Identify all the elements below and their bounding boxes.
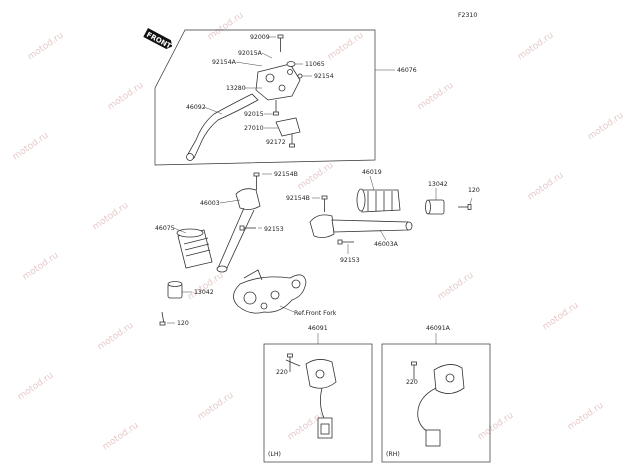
- watermark-text: motod.ru: [186, 271, 226, 303]
- right-handlebar-46003a: [331, 219, 413, 233]
- watermark-text: motod.ru: [196, 391, 236, 423]
- watermark-text: motod.ru: [416, 81, 456, 113]
- bolt-92153-left: [239, 225, 256, 231]
- lh-tag: (LH): [268, 451, 281, 458]
- callout-92154a: 92154A: [212, 59, 237, 66]
- screw-220-lh: [287, 353, 293, 372]
- rh-tag: (RH): [386, 451, 400, 458]
- lever-assembly-box: [154, 29, 376, 166]
- callout-92154: 92154: [314, 73, 334, 80]
- watermark-text: motod.ru: [106, 81, 146, 113]
- callout-46019: 46019: [362, 169, 382, 176]
- watermark-text: motod.ru: [516, 31, 556, 63]
- watermark-text: motod.ru: [436, 271, 476, 303]
- callout-92154b-right: 92154B: [286, 195, 310, 202]
- screw-120-left: [159, 311, 166, 326]
- nut-92154: [297, 73, 303, 79]
- figure-code: F2310: [458, 12, 477, 19]
- callout-92009: 92009: [250, 34, 270, 41]
- callout-46076: 46076: [397, 67, 417, 74]
- leader-line: [469, 197, 473, 205]
- watermark-text: motod.ru: [11, 131, 51, 163]
- bolt-92154b-right: [321, 195, 328, 212]
- callout-92015a: 92015A: [238, 50, 263, 57]
- leader-line: [369, 175, 375, 191]
- front-label: FRONT: [145, 31, 173, 51]
- bolt-92154b-top: [253, 172, 260, 190]
- watermark-text: motod.ru: [96, 321, 136, 353]
- callout-13280: 13280: [226, 85, 246, 92]
- screw-92009: [277, 34, 284, 52]
- callout-46092: 46092: [186, 104, 206, 111]
- callout-13042-top: 13042: [428, 181, 448, 188]
- watermark-text: motod.ru: [21, 251, 61, 283]
- watermark-text: motod.ru: [26, 31, 66, 63]
- watermark-text: motod.ru: [101, 421, 141, 453]
- watermark-text: motod.ru: [541, 301, 581, 333]
- callout-46003: 46003: [200, 200, 220, 207]
- callout-92154b-top: 92154B: [274, 171, 298, 178]
- screws-92172: [289, 134, 295, 148]
- bar-end-13042-top: [425, 199, 445, 215]
- callout-46091: 46091: [308, 325, 328, 332]
- callout-120-top: 120: [468, 187, 480, 194]
- ref-front-fork: Ref.Front Fork: [294, 310, 337, 317]
- callout-220-lh: 220: [276, 369, 288, 376]
- watermark-text: motod.ru: [326, 31, 366, 63]
- callout-46003a: 46003A: [374, 241, 399, 248]
- lh-switch-housing: [285, 359, 337, 439]
- leader-line: [235, 61, 263, 67]
- watermark-text: motod.ru: [566, 401, 606, 433]
- front-direction-badge: FRONT: [143, 28, 173, 51]
- watermark-text: motod.ru: [16, 371, 56, 403]
- callout-92172: 92172: [266, 139, 286, 146]
- watermark-text: motod.ru: [206, 11, 246, 43]
- left-grip-46075: [176, 228, 213, 269]
- watermark-text: motod.ru: [526, 171, 566, 203]
- rh-switch-housing: [417, 364, 465, 447]
- cap-11065: [286, 61, 296, 67]
- right-handlebar-clamp: [309, 214, 335, 238]
- leader-line: [203, 106, 223, 115]
- left-handlebar-46003: [216, 188, 261, 273]
- callout-46075: 46075: [155, 225, 175, 232]
- leader-line: [261, 52, 273, 59]
- callout-13042-left: 13042: [194, 289, 214, 296]
- watermark-text: motod.ru: [476, 411, 516, 443]
- lever-bracket: [255, 63, 301, 101]
- leader-line: [173, 227, 187, 234]
- callout-220-rh: 220: [406, 379, 418, 386]
- callout-92153-right: 92153: [340, 257, 360, 264]
- screw-92015: [273, 100, 279, 116]
- triple-clamp: [233, 269, 307, 314]
- leader-line: [219, 199, 241, 204]
- clamp-27010: [275, 117, 301, 137]
- screw-220-rh: [411, 361, 417, 380]
- watermark-text: motod.ru: [296, 161, 336, 193]
- bolt-92153-right: [337, 239, 354, 245]
- lever-arm-46092: [186, 93, 259, 161]
- callout-11065: 11065: [305, 61, 325, 68]
- watermark-text: motod.ru: [91, 201, 131, 233]
- callout-120-left: 120: [177, 320, 189, 327]
- right-grip-46019: [356, 188, 401, 213]
- callout-27010: 27010: [244, 125, 264, 132]
- watermark-text: motod.ru: [586, 111, 625, 143]
- callout-92015: 92015: [244, 111, 264, 118]
- leader-line: [379, 229, 387, 241]
- screw-120-top: [458, 204, 472, 210]
- callout-92153-left: 92153: [264, 226, 284, 233]
- bar-end-13042-left: [167, 281, 183, 299]
- leader-line: [279, 305, 295, 313]
- front-arrow-icon: [143, 28, 173, 50]
- callout-46091a: 46091A: [426, 325, 451, 332]
